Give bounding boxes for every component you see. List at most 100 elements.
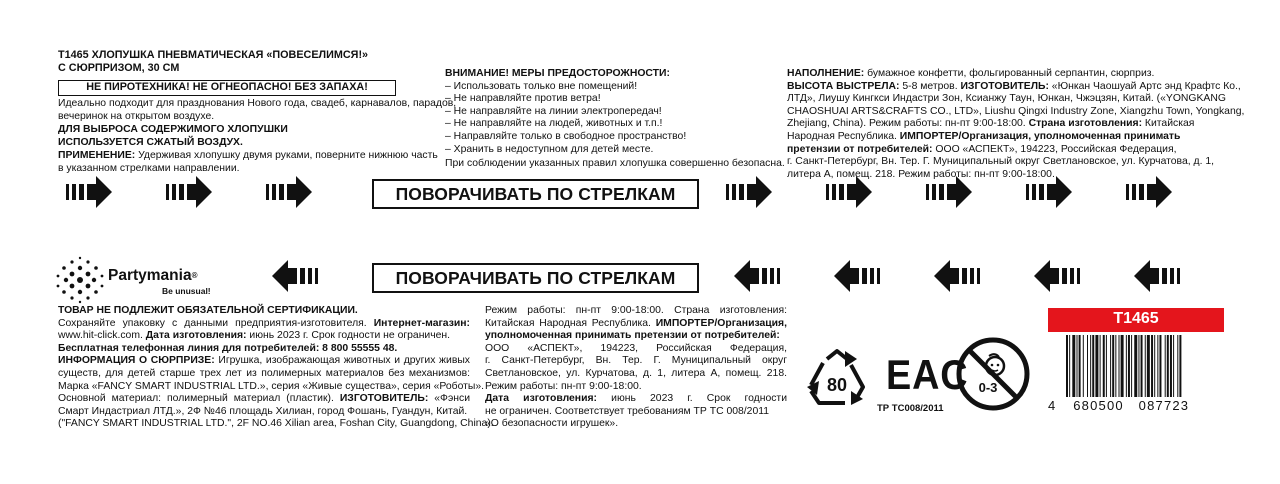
compressed-air-note: ДЛЯ ВЫБРОСА СОДЕРЖИМОГО ХЛОПУШКИ ИСПОЛЬЗ… <box>58 124 288 149</box>
surprise-line6: существ, для детей старше трех лет из по… <box>58 367 470 379</box>
barcode-bar <box>1127 335 1130 397</box>
barcode-bar <box>1144 335 1146 397</box>
ideal-line1: Идеально подходит для празднования Новог… <box>58 98 457 109</box>
barcode-bar <box>1066 335 1068 397</box>
barcode-bar <box>1105 335 1107 397</box>
age-restriction-icon: 0-3 <box>956 337 1030 411</box>
bottom-left-info: ТОВАР НЕ ПОДЛЕЖИТ ОБЯЗАТЕЛЬНОЙ СЕРТИФИКА… <box>58 305 494 431</box>
precaution-item: – Направляйте только в свободное простра… <box>445 130 687 142</box>
usage-line2: в указанном стрелками направлении. <box>58 162 240 174</box>
recycle-icon: 80 <box>807 349 865 405</box>
barcode-bar <box>1118 335 1120 397</box>
surprise-line10: ("FANCY SMART INDUSTRIAL LTD.", 2F NO.46… <box>58 418 494 430</box>
filling-line9: литера А, помещ. 218. Режим работы: пн-п… <box>787 168 1055 180</box>
barcode-bar <box>1179 335 1182 397</box>
barcode-bar <box>1138 335 1140 397</box>
barcode-bar <box>1102 335 1105 397</box>
surprise-label: ИНФОРМАЦИЯ О СЮРПРИЗЕ: <box>58 355 215 367</box>
barcode-bar <box>1099 335 1101 397</box>
barcode-bar <box>1115 335 1117 397</box>
arrow-right-icon <box>166 176 212 208</box>
claims-text: ООО «АСПЕКТ», 194223, Российская Федерац… <box>932 143 1177 155</box>
precaution-item: – Не направляйте против ветра! <box>445 93 601 105</box>
mfg-date-text: июнь 2023 г. Срок годности не ограничен. <box>246 330 451 342</box>
partymania-logo-icon <box>56 256 104 304</box>
website-text: www.hit-click.com. <box>58 330 146 342</box>
barcode-bar <box>1072 335 1076 397</box>
brand-text: Partymania <box>108 267 192 284</box>
mfg-date-label: Дата изготовления: <box>145 330 247 342</box>
mid-line4: ООО «АСПЕКТ», 194223, Российская Федерац… <box>485 342 787 354</box>
barcode-bar <box>1164 335 1166 397</box>
barcode-bar <box>1157 335 1159 397</box>
arrow-right-icon <box>726 176 772 208</box>
barcode-bar <box>1140 335 1143 397</box>
surprise-manufacturer-label: ИЗГОТОВИТЕЛЬ: <box>339 393 429 405</box>
arrow-left-icon <box>1034 260 1080 292</box>
surprise-text: Игрушка, изображающая животных и других … <box>214 355 470 367</box>
mid-date-text: июнь 2023 г. Срок годности <box>597 393 787 405</box>
barcode-first-digit: 4 <box>1048 398 1057 413</box>
certification-note: ТОВАР НЕ ПОДЛЕЖИТ ОБЯЗАТЕЛЬНОЙ СЕРТИФИКА… <box>58 305 358 316</box>
mid-line7: Режим работы: пн-пт 9:00-18:00. <box>485 380 642 392</box>
mid-line9: не ограничен. Соответствует требованиям … <box>485 405 770 417</box>
barcode-bar <box>1125 335 1127 397</box>
barcode-bar <box>1151 335 1154 397</box>
filling-line3: ЛТД», Лиушу Кингкси Индастри Зон, Ксианж… <box>787 93 1226 105</box>
filling-line8: г. Санкт-Петербург, Вн. Тер. Г. Муниципа… <box>787 156 1215 168</box>
barcode-bar <box>1166 335 1169 397</box>
mid-importer-label: ИМПОРТЕР/Организация, <box>655 317 787 329</box>
importer-label: ИМПОРТЕР/Организация, уполномоченная при… <box>899 130 1181 142</box>
precaution-item: – Использовать только вне помещений! <box>445 80 638 92</box>
precautions: ВНИМАНИЕ! МЕРЫ ПРЕДОСТОРОЖНОСТИ: – Испол… <box>445 68 785 171</box>
arrow-left-icon <box>1134 260 1180 292</box>
hotline-text: для потребителей: 8 800 55555 48. <box>221 342 398 354</box>
barcode-bar <box>1110 335 1112 397</box>
arrow-right-icon <box>926 176 972 208</box>
air-line1: ДЛЯ ВЫБРОСА СОДЕРЖИМОГО ХЛОПУШКИ <box>58 124 288 135</box>
filling-info: НАПОЛНЕНИЕ: бумажное конфетти, фольгиров… <box>787 68 1245 181</box>
barcode-digits: 4 680500 087723 <box>1048 398 1189 413</box>
filling-line4: CHAOSHUAI ARTS&CRAFTS CO., LTD», Liushu … <box>787 105 1245 117</box>
ideal-text: Идеально подходит для празднования Новог… <box>58 98 456 123</box>
precautions-footer: При соблюдении указанных правил хлопушка… <box>445 158 785 170</box>
arrow-left-icon <box>272 260 318 292</box>
barcode-bar <box>1169 335 1172 397</box>
precaution-item: – Не направляйте на людей, животных и т.… <box>445 118 663 130</box>
manufacturer-text: «Юнкан Чаошуай Артс энд Крафтс Ко., <box>1048 80 1241 92</box>
eac-caption: ТР ТС008/2011 <box>877 403 944 414</box>
barcode-bar <box>1092 335 1095 397</box>
hotline-label: Бесплатная телефонная линия <box>58 342 220 354</box>
claims-label: претензии от потребителей: <box>787 143 933 155</box>
surprise-line9: Смарт Индастриал ЛТД.», 2Ф №46 площадь Х… <box>58 405 468 417</box>
arrow-left-icon <box>834 260 880 292</box>
barcode-bar <box>1173 335 1175 397</box>
barcode-bar <box>1159 335 1162 397</box>
surprise-manufacturer-text: «Фэнси <box>428 393 470 405</box>
arrow-left-icon <box>734 260 780 292</box>
barcode-bar <box>1087 335 1088 397</box>
barcode-bar <box>1082 335 1084 397</box>
precaution-item: – Хранить в недоступном для детей месте. <box>445 143 654 155</box>
country-text: Китайская <box>1142 118 1195 130</box>
barcode-bar <box>1131 335 1133 397</box>
barcode-bar <box>1112 335 1115 397</box>
barcode-icon <box>1066 335 1182 397</box>
mid-line10: «О безопасности игрушек». <box>485 418 619 430</box>
surprise-line7: Марка «FANCY SMART INDUSTRIAL LTD.», сер… <box>58 380 485 392</box>
height-label: ВЫСОТА ВЫСТРЕЛА: <box>787 80 900 92</box>
filling-text: бумажное конфетти, фольгированный серпан… <box>864 68 1155 79</box>
usage-line1: Удерживая хлопушку двумя руками, поверни… <box>135 150 438 161</box>
height-text: 5-8 метров. <box>899 80 961 92</box>
air-line2: ИСПОЛЬЗУЕТСЯ СЖАТЫЙ ВОЗДУХ. <box>58 136 243 148</box>
arrow-left-icon <box>934 260 980 292</box>
barcode-bar <box>1095 335 1099 397</box>
recycle-code: 80 <box>827 375 847 395</box>
warning-box: НЕ ПИРОТЕХНИКА! НЕ ОГНЕОПАСНО! БЕЗ ЗАПАХ… <box>58 80 396 96</box>
barcode-bar <box>1177 335 1179 397</box>
product-title-line2: С СЮРПРИЗОМ, 30 СМ <box>58 61 180 74</box>
mid-line6: Светлановское, ул. Курчатова, д. 1, лите… <box>485 367 787 379</box>
arrow-right-icon <box>826 176 872 208</box>
barcode-group1: 680500 <box>1073 398 1124 413</box>
mid-line5: г. Санкт-Петербург, Вн. Тер. Г. Муниципа… <box>485 355 787 367</box>
